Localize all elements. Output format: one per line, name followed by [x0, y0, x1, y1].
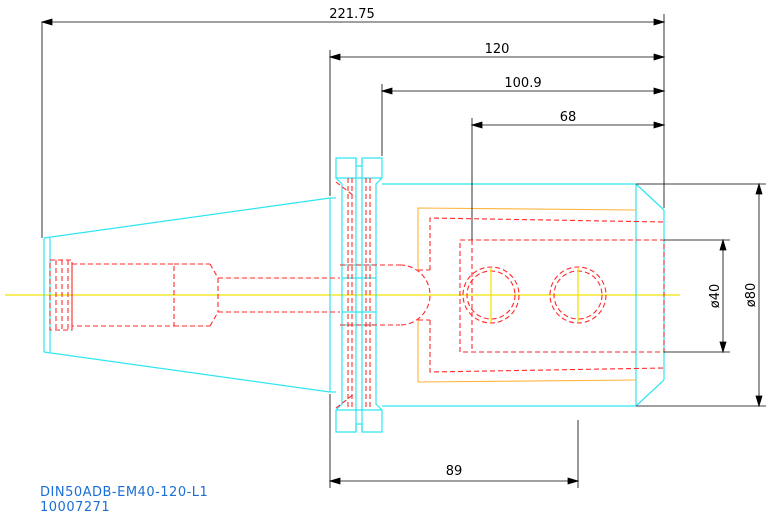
- dim-bore-depth: 68: [560, 110, 577, 125]
- dim-body-diameter: ø80: [744, 283, 759, 308]
- collet-taper: [417, 207, 665, 383]
- thread-bore-hidden: [49, 259, 340, 331]
- dim-flange-to-end: 120: [485, 42, 510, 57]
- part-number: DIN50ADB-EM40-120-L1: [40, 485, 209, 500]
- dim-body-length: 100.9: [504, 76, 541, 91]
- dim-overall-length: 221.75: [329, 7, 375, 22]
- dim-bore-diameter: ø40: [708, 284, 723, 309]
- flange-outline: [335, 157, 383, 433]
- flange-hidden: [335, 178, 431, 410]
- bore-hidden: [459, 239, 665, 353]
- dim-lower-length: 89: [446, 464, 463, 479]
- article-number: 10007271: [40, 500, 111, 515]
- dimension-lines: [40, 14, 766, 488]
